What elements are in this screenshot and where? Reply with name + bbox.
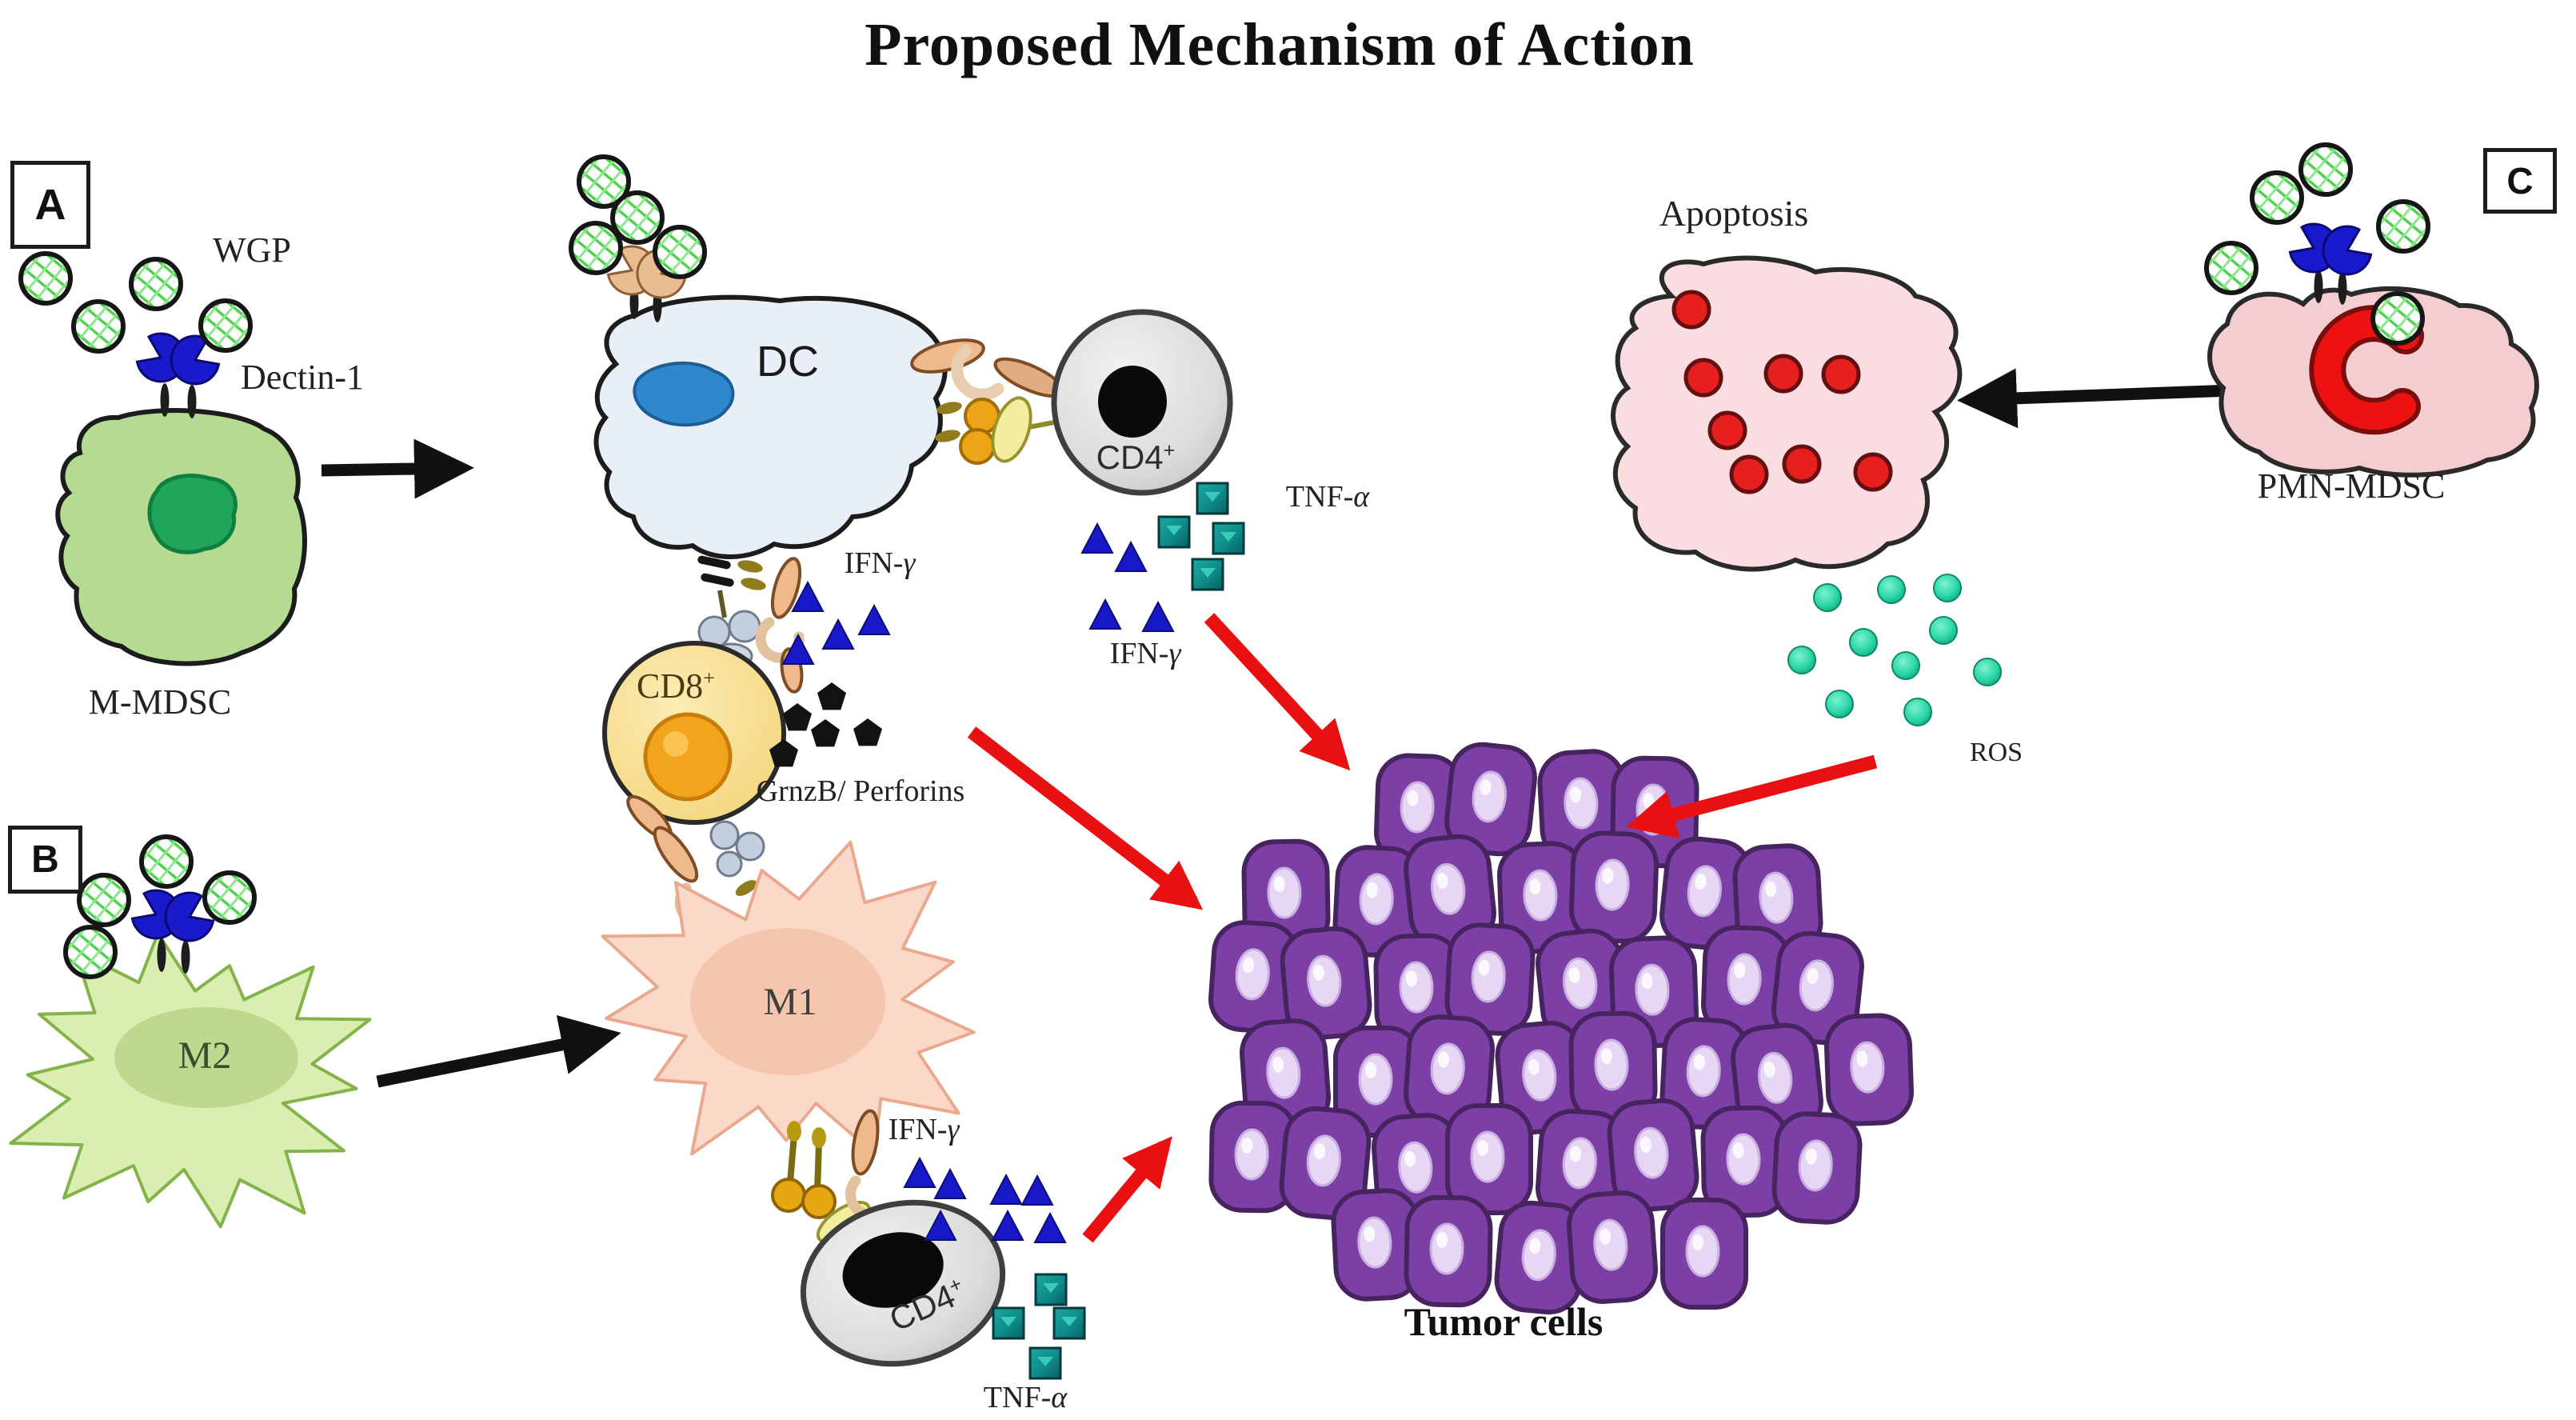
ros-cluster (1787, 574, 2002, 726)
tnf-alpha-bottom-label: TNF-α (983, 1381, 1068, 1414)
cd8-nucleus (643, 712, 733, 802)
m1-nucleus (690, 928, 885, 1075)
panel-a-badge: A (10, 161, 90, 249)
m2-label: M2 (178, 1034, 232, 1077)
dectin1-receptor-m-mdsc (136, 332, 220, 418)
dc-cell (593, 294, 948, 560)
dectin1-label: Dectin-1 (241, 358, 364, 397)
ifn-gamma-cluster-mid (782, 582, 890, 665)
m2-cell (9, 931, 372, 1229)
tumor-cell (1663, 1200, 1746, 1307)
cd4-top-label: CD4+ (1096, 438, 1176, 476)
wgp-ingested (2373, 294, 2422, 343)
tnf-alpha-cluster-cd4-top (1157, 482, 1245, 591)
tnf-alpha-cluster-cd4-bottom (992, 1273, 1086, 1380)
arrow-pmn-to-apoptosis (1957, 368, 2234, 429)
ifn-gamma-top-label: IFN-γ (1109, 637, 1181, 670)
apoptotic-cell (1611, 255, 1963, 572)
cd4-bottom-nucleus (842, 1232, 944, 1308)
cd8-cell (602, 641, 786, 825)
cd4-top-cell (1051, 309, 1233, 496)
arrow-ros-to-tumor (1626, 754, 1878, 838)
m-mdsc-label: M-MDSC (88, 682, 232, 722)
tumor-cell (1571, 832, 1658, 942)
cd4-bottom-cell (800, 1199, 1006, 1367)
tumor-cell (1406, 1197, 1491, 1306)
m2-nucleus (114, 1007, 298, 1108)
dc-cd4-synapse (910, 338, 1065, 465)
tumor-cell (1773, 1112, 1862, 1223)
tumor-cell (1826, 1014, 1913, 1125)
ifn-gamma-mid-label: IFN-γ (844, 546, 916, 580)
pmn-mdsc-label: PMN-MDSC (2257, 466, 2446, 506)
arrow-mmdsc-to-dc (321, 438, 474, 499)
ifn-gamma-bottom-label: IFN-γ (888, 1113, 960, 1146)
dc-nucleus (633, 361, 735, 427)
m-mdsc-nucleus (147, 474, 238, 554)
cd4-top-nucleus (1098, 366, 1167, 438)
grnzb-perforins-label: GrnzB/ Perforins (756, 774, 965, 808)
arrow-cd4top-to-tumor (1204, 613, 1351, 771)
cd8-label: CD8+ (636, 666, 716, 706)
panel-b-badge: B (8, 826, 82, 894)
pmn-mdsc-cell (2207, 286, 2539, 478)
grnzb-perforin-cluster (769, 682, 882, 767)
apoptosis-label: Apoptosis (1659, 193, 1809, 234)
tumor-cell (1567, 1191, 1657, 1304)
m1-cell (601, 840, 976, 1156)
tnf-alpha-top-label: TNF-α (1285, 480, 1370, 514)
ros-label: ROS (1969, 738, 2023, 767)
dc-label: DC (757, 338, 819, 386)
tumor-cell-cluster (1208, 742, 1912, 1314)
arrow-m2-to-m1 (376, 1014, 621, 1088)
wgp-label: WGP (213, 230, 291, 270)
tumor-cells-label: Tumor cells (1404, 1299, 1604, 1344)
figure-title: Proposed Mechanism of Action (865, 11, 1695, 78)
m1-label: M1 (763, 981, 817, 1023)
m-mdsc-cell (55, 408, 307, 666)
panel-c-badge: C (2483, 148, 2557, 214)
arrow-cd8-to-tumor (967, 726, 1204, 910)
arrow-cd4bottom-to-tumor (1082, 1136, 1172, 1243)
